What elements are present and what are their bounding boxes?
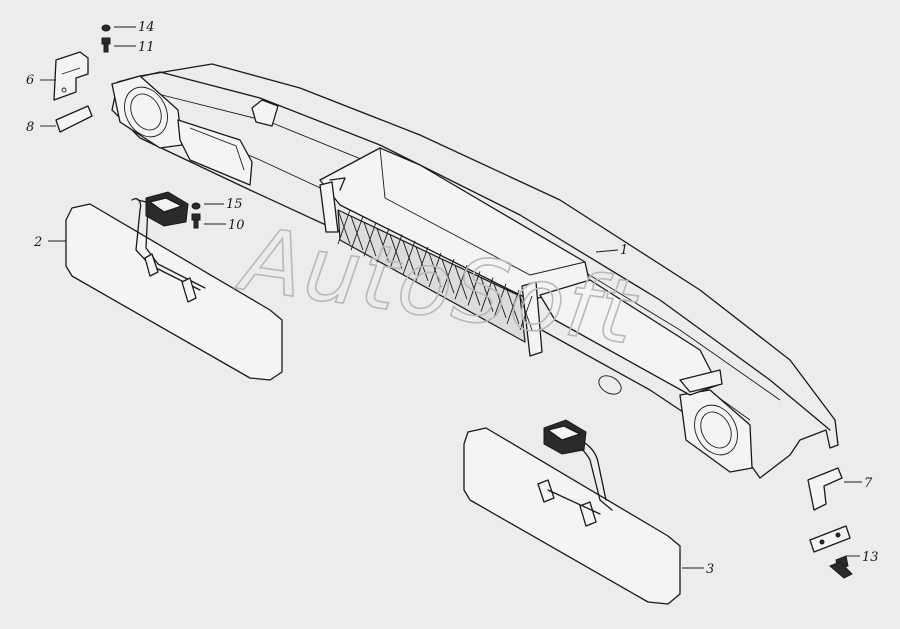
left-sun-visor [65, 198, 283, 381]
visor-hinge-clip [144, 253, 159, 277]
right-visor-bracket [543, 419, 587, 455]
leader-lines [40, 26, 862, 569]
storage-compartment [319, 147, 591, 357]
callout-11: 11 [138, 40, 155, 55]
callout-6: 6 [26, 73, 34, 88]
screws-13 [829, 555, 853, 579]
right-sun-visor [463, 427, 681, 605]
callout-1: 1 [620, 243, 628, 258]
washer-15 [191, 202, 201, 210]
mounting-tab [251, 99, 279, 127]
right-compartment [539, 279, 723, 396]
callout-7: 7 [864, 476, 873, 491]
callout-10: 10 [228, 218, 245, 233]
left-speaker-opening [111, 75, 183, 149]
washer-14 [101, 24, 111, 32]
callout-3: 3 [706, 562, 714, 577]
plate-right [809, 525, 851, 553]
right-speaker-opening [679, 389, 753, 473]
display-window [177, 119, 253, 186]
callout-13: 13 [862, 550, 879, 565]
left-visor-bracket [145, 191, 189, 227]
bracket-6 [53, 51, 89, 101]
callout-15: 15 [226, 197, 243, 212]
bracket-7 [807, 467, 843, 511]
bolt-10 [191, 213, 201, 229]
callout-14: 14 [138, 20, 155, 35]
plate-8 [55, 105, 93, 133]
storage-net [337, 209, 533, 343]
callout-8: 8 [26, 120, 34, 135]
callout-2: 2 [33, 235, 42, 250]
bolt-11 [101, 37, 111, 53]
